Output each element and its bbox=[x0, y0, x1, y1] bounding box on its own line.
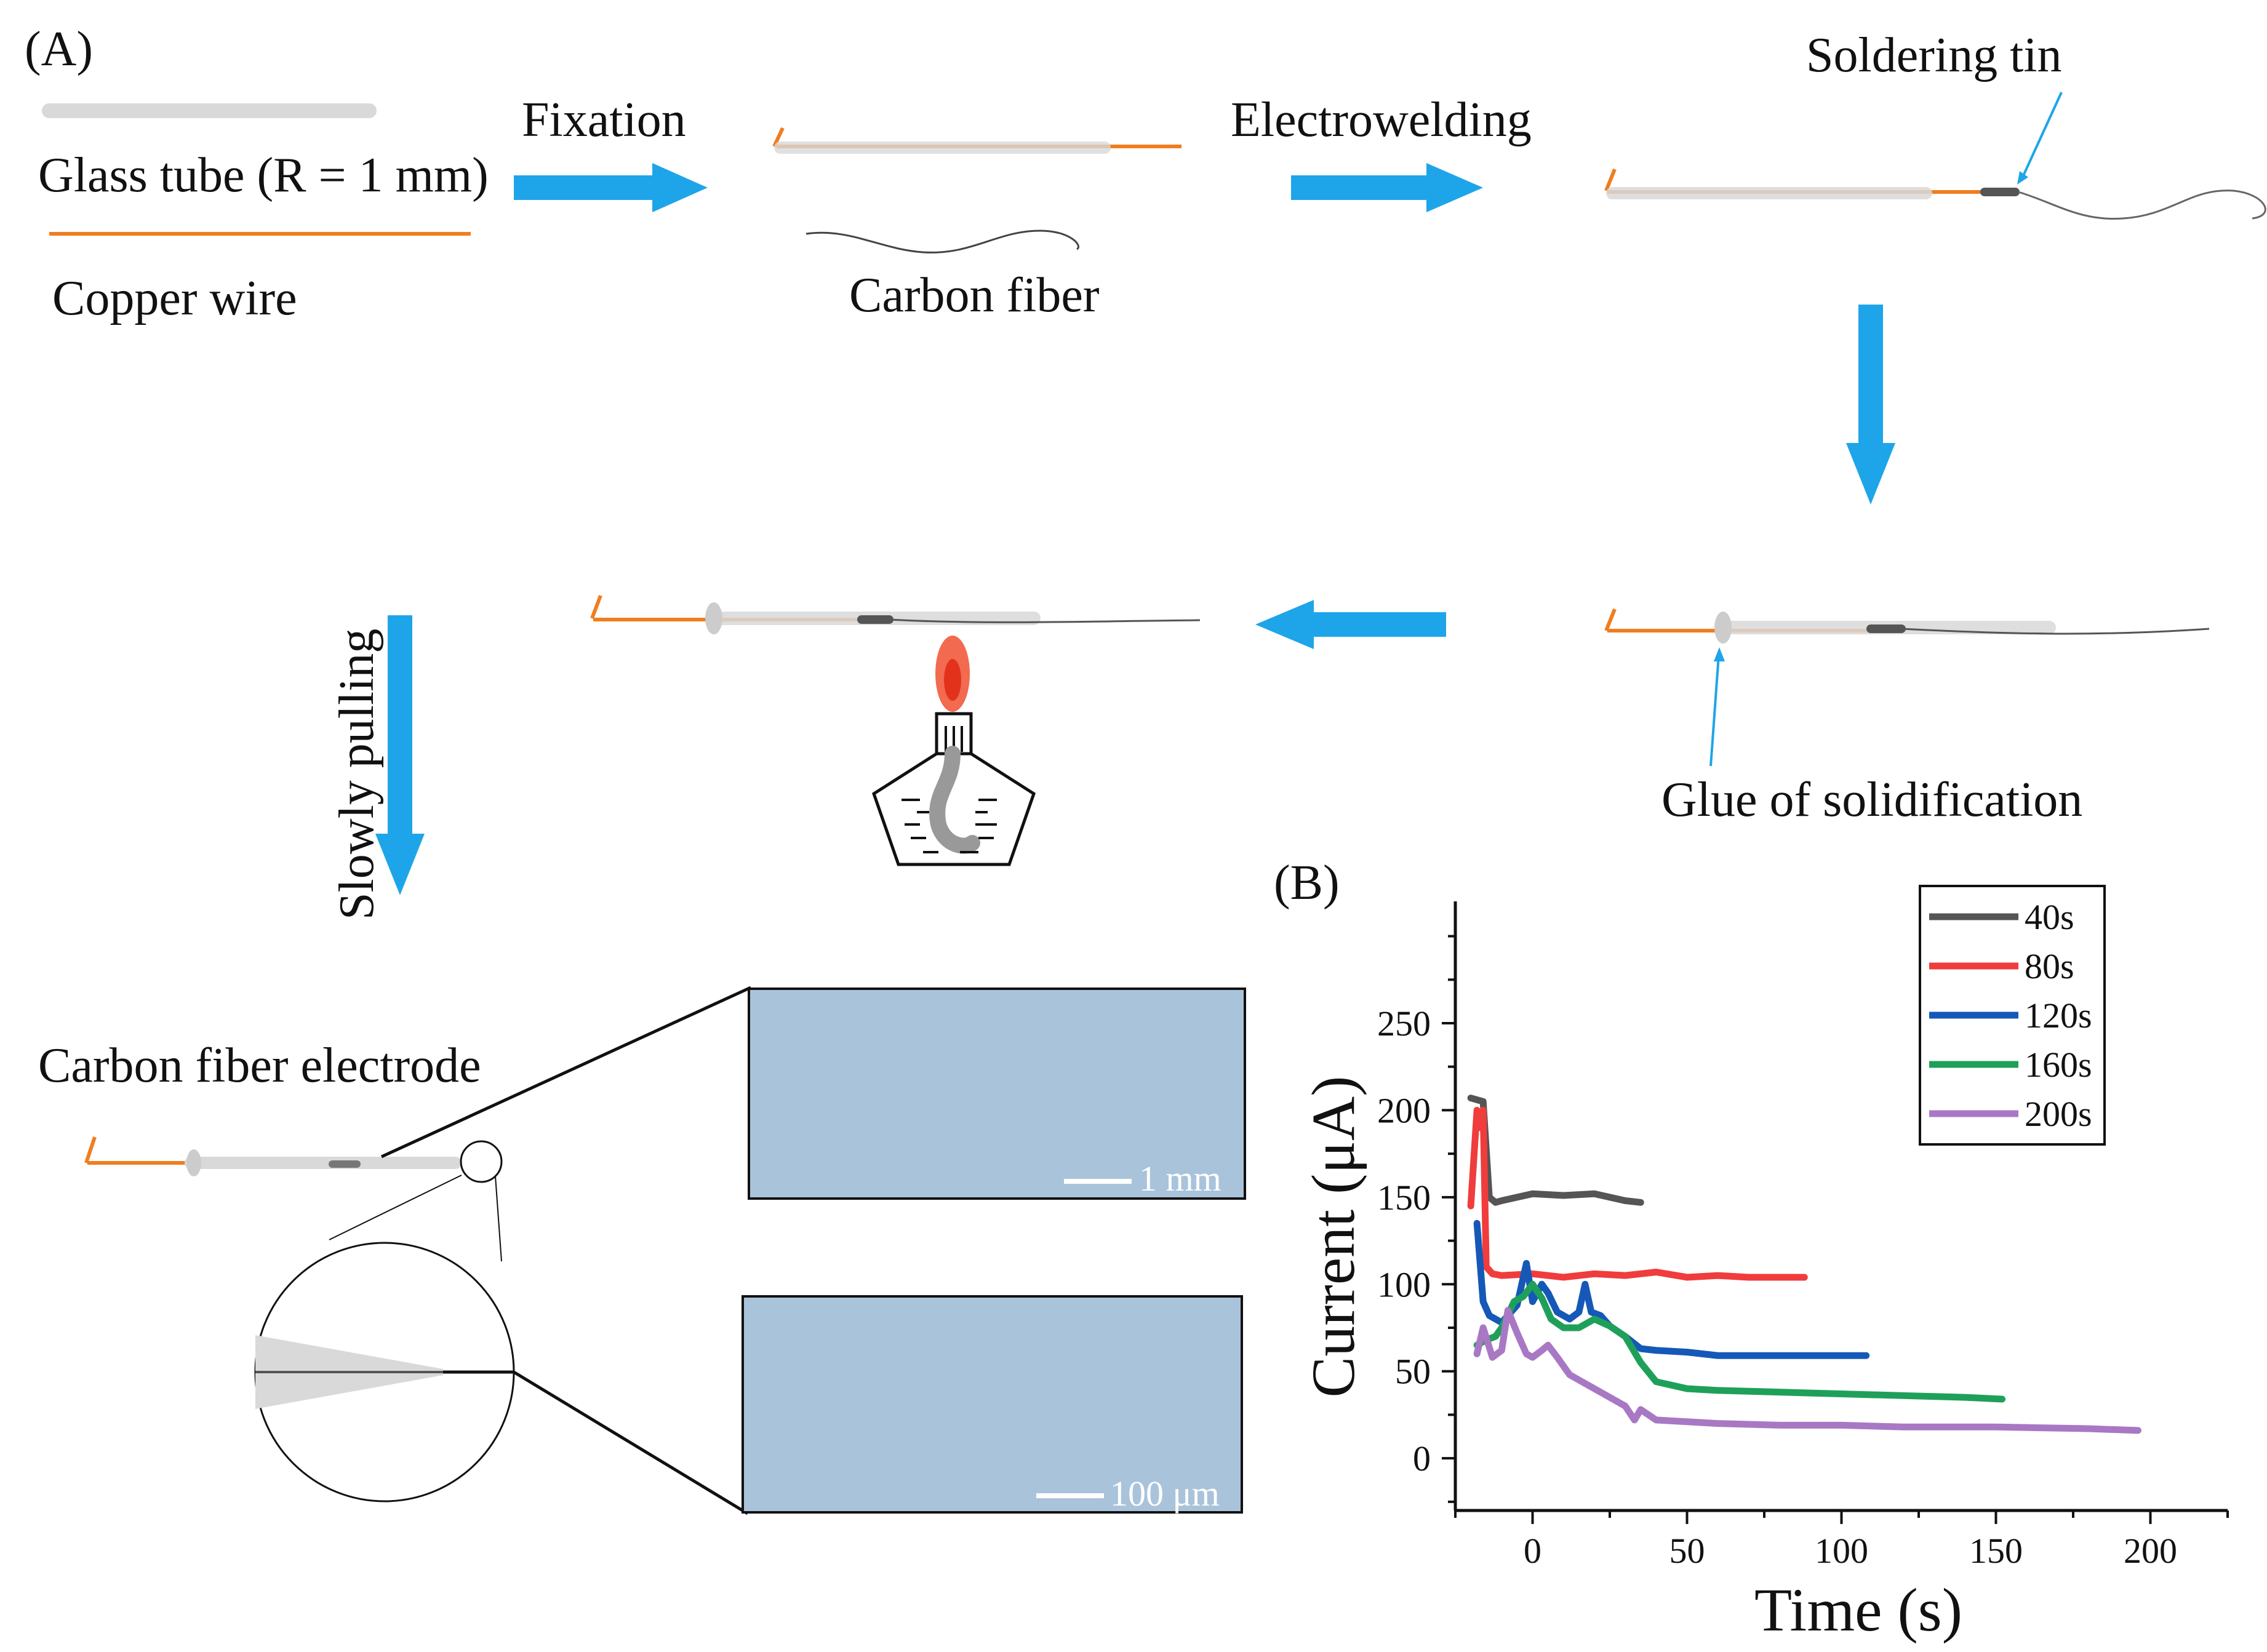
scale-label-2: 100 μm bbox=[1110, 1474, 1220, 1514]
electrowelding-label: Electrowelding bbox=[1231, 93, 1532, 147]
chart-y-label: Current (μA) bbox=[1299, 1076, 1367, 1398]
assembly-step2 bbox=[772, 127, 1181, 253]
assembly-step5 bbox=[590, 594, 1201, 634]
glue-label: Glue of solidification bbox=[1661, 773, 2083, 827]
assembly-step4 bbox=[1604, 608, 2210, 767]
final-electrode bbox=[84, 986, 752, 1515]
down-arrow-left bbox=[375, 615, 425, 895]
x-tick-label: 50 bbox=[1669, 1531, 1705, 1571]
soldering-tin-pointer bbox=[2020, 92, 2063, 180]
panel-a-label: (A) bbox=[25, 22, 94, 76]
carbon-fiber-shape bbox=[806, 229, 1079, 253]
y-tick-label: 250 bbox=[1377, 1004, 1431, 1043]
electrode-label: Carbon fiber electrode bbox=[38, 1039, 481, 1093]
y-tick-label: 200 bbox=[1377, 1090, 1431, 1130]
series-line-80s bbox=[1467, 1106, 1808, 1281]
carbon-fiber-label: Carbon fiber bbox=[849, 268, 1100, 322]
left-arrow bbox=[1255, 600, 1446, 649]
y-tick-label: 50 bbox=[1395, 1352, 1431, 1392]
alcohol-lamp-icon bbox=[871, 636, 1036, 866]
series-line-200s bbox=[1473, 1307, 2141, 1434]
fixation-arrow bbox=[514, 163, 708, 212]
series-line-40s bbox=[1467, 1095, 1644, 1206]
legend-label-120s: 120s bbox=[2025, 996, 2092, 1035]
glue-shape bbox=[1714, 612, 1732, 644]
chart-series bbox=[1467, 1095, 2141, 1434]
scale-bar-1 bbox=[1064, 1179, 1132, 1184]
electrowelding-arrow bbox=[1291, 163, 1483, 212]
chart-legend: 40s 80s 120s 160s 200s bbox=[1919, 885, 2106, 1146]
glass-tube-label: Glass tube (R = 1 mm) bbox=[38, 148, 489, 202]
scale-label-1: 1 mm bbox=[1139, 1159, 1221, 1199]
glue-pointer bbox=[1709, 655, 1720, 767]
x-tick-label: 0 bbox=[1524, 1531, 1541, 1571]
chart-axes: 0 50 100 150 200 250 0 50 100 150 200 bbox=[1377, 901, 2229, 1571]
micrograph-1: 1 mm bbox=[748, 988, 1246, 1200]
x-tick-label: 150 bbox=[1969, 1531, 2023, 1571]
y-tick-label: 100 bbox=[1377, 1264, 1431, 1304]
x-tick-label: 200 bbox=[2124, 1531, 2177, 1571]
soldering-tin-label: Soldering tin bbox=[1806, 28, 2062, 82]
copper-wire-label: Copper wire bbox=[52, 271, 297, 325]
y-tick-label: 0 bbox=[1413, 1439, 1431, 1478]
chart-x-label: Time (s) bbox=[1754, 1576, 1962, 1644]
micrograph-2: 100 μm bbox=[742, 1295, 1243, 1514]
scale-bar-2 bbox=[1036, 1493, 1104, 1498]
down-arrow-right bbox=[1846, 305, 1895, 505]
legend-label-80s: 80s bbox=[2025, 946, 2074, 986]
assembly-step3 bbox=[1604, 92, 2266, 220]
zoom-source-circle bbox=[460, 1140, 503, 1183]
panel-b-label: (B) bbox=[1274, 856, 1340, 910]
y-tick-label: 150 bbox=[1377, 1178, 1431, 1218]
legend-label-40s: 40s bbox=[2025, 897, 2074, 937]
fixation-label: Fixation bbox=[522, 93, 686, 147]
legend-label-200s: 200s bbox=[2025, 1094, 2092, 1134]
legend-label-160s: 160s bbox=[2025, 1045, 2092, 1085]
x-tick-label: 100 bbox=[1815, 1531, 1868, 1571]
